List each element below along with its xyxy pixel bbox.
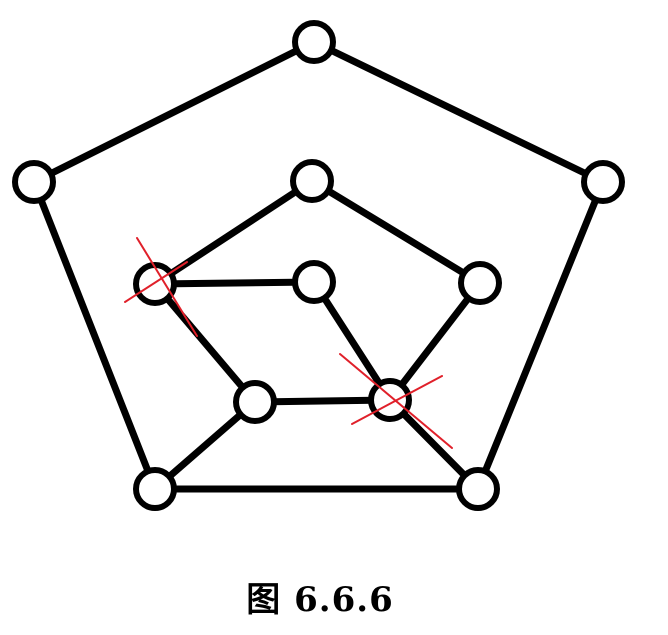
node-inner-left bbox=[133, 262, 177, 306]
figure-caption: 图 6.6.6 bbox=[246, 580, 394, 620]
node-outer-right bbox=[581, 160, 625, 204]
edge-inner-right-lower-right bbox=[386, 279, 484, 404]
node-outer-bottom-right bbox=[456, 467, 500, 511]
cross-stroke-inner-left-1 bbox=[136, 237, 198, 337]
cross-mark-inner-left bbox=[124, 237, 198, 337]
node-center bbox=[292, 260, 336, 304]
cross-mark-layer bbox=[124, 237, 453, 449]
node-inner-top bbox=[290, 159, 334, 203]
edge-center-lower-right bbox=[310, 278, 394, 404]
node-lower-right bbox=[368, 378, 412, 422]
cross-stroke-inner-left-2 bbox=[124, 261, 188, 303]
edge-lower-left-lower-right bbox=[251, 396, 394, 406]
edge-outer-top-outer-left bbox=[30, 38, 318, 186]
edge-outer-left-outer-bottom-left bbox=[30, 178, 159, 493]
edge-inner-top-inner-right bbox=[308, 177, 484, 287]
edge-outer-right-outer-bottom-right bbox=[474, 178, 607, 493]
edge-outer-top-outer-right bbox=[310, 38, 607, 186]
node-lower-left bbox=[233, 380, 277, 424]
edge-lower-left-outer-bottom-left bbox=[151, 398, 259, 493]
node-outer-left bbox=[12, 160, 56, 204]
node-layer bbox=[12, 20, 625, 511]
cross-stroke-lower-right-2 bbox=[351, 375, 443, 425]
node-inner-right bbox=[458, 261, 502, 305]
edge-inner-left-center bbox=[151, 278, 318, 288]
node-outer-top bbox=[292, 20, 336, 64]
cross-mark-lower-right bbox=[339, 353, 453, 449]
node-outer-bottom-left bbox=[133, 467, 177, 511]
edge-inner-left-lower-left bbox=[151, 280, 259, 406]
